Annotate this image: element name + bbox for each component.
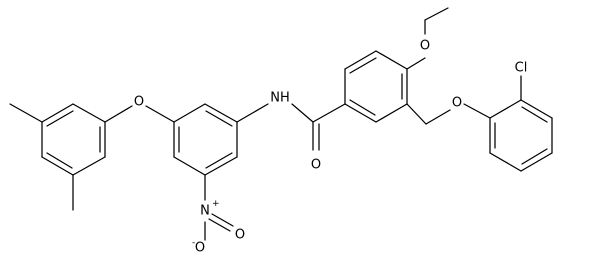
nitro-oxygen-single-label: O: [195, 241, 205, 256]
ether-oxygen-left-label: O: [134, 95, 144, 110]
bond-layer: [9, 7, 553, 241]
amide-nitrogen-label: NH: [270, 91, 290, 106]
methoxy-oxygen-label: O: [420, 39, 430, 54]
nitro-nitrogen-label: N: [200, 204, 210, 219]
atom-label-layer: Cl O O NH O O N + O O -: [134, 39, 527, 256]
nitro-oxygen-double-label: O: [235, 228, 245, 243]
nitro-oxygen-charge: -: [192, 238, 195, 248]
amide-oxygen-label: O: [311, 158, 321, 173]
nitro-nitrogen-charge: +: [212, 199, 220, 209]
ether-oxygen-right-label: O: [452, 96, 462, 111]
chloro-label: Cl: [515, 61, 528, 76]
